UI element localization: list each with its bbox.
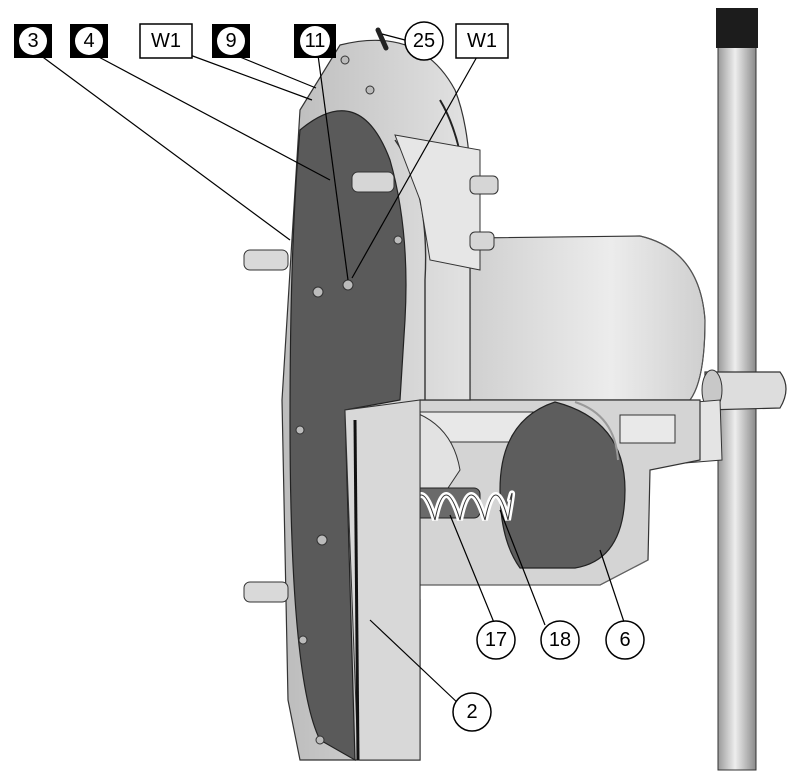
leader-6 [599, 549, 626, 626]
callout-6: 6 [619, 629, 630, 651]
pin-25 [375, 27, 389, 51]
flange-bolts [243, 55, 403, 745]
callout-18: 18 [549, 629, 571, 651]
callout-4: 4 [83, 30, 94, 52]
callout-w1-left-box [139, 23, 193, 59]
bolt-right [469, 175, 499, 195]
callout-w1-right: W1 [467, 30, 497, 52]
leader-4 [94, 54, 331, 181]
rod-end-cap [716, 8, 758, 48]
callout-3: 3 [27, 30, 38, 52]
callout-17: 17 [485, 629, 507, 651]
leader-lines [39, 33, 626, 706]
section-slab [344, 399, 421, 761]
dark-plate [289, 110, 407, 762]
callout-6-circle [605, 620, 645, 660]
callout-2: 2 [466, 701, 477, 723]
callout-25-circle [404, 21, 444, 61]
callout-labels: 3 4 W1 9 11 25 W1 17 18 6 2 [14, 21, 645, 732]
leader-2 [369, 619, 461, 706]
callout-2-circle [452, 692, 492, 732]
bolt-lower [469, 231, 495, 251]
leader-w1a [189, 54, 313, 101]
callout-11: 11 [305, 30, 326, 52]
callout-18-circle [540, 620, 580, 660]
callout-w1-left: W1 [151, 30, 181, 52]
leader-w1b [351, 54, 479, 279]
callout-17-circle [476, 620, 516, 660]
callout-w1-right-box [455, 23, 509, 59]
leader-3 [39, 54, 291, 241]
piston-disc [499, 401, 626, 569]
leader-11 [317, 54, 349, 281]
bolt-left [351, 171, 395, 193]
leader-9 [234, 54, 317, 89]
top-bracket [351, 27, 499, 271]
leader-25 [381, 33, 406, 41]
callout-9: 9 [225, 30, 236, 52]
leader-17 [449, 514, 496, 626]
callout-25: 25 [413, 30, 435, 52]
cylindrical-housing [469, 235, 706, 401]
leader-18 [499, 509, 546, 626]
